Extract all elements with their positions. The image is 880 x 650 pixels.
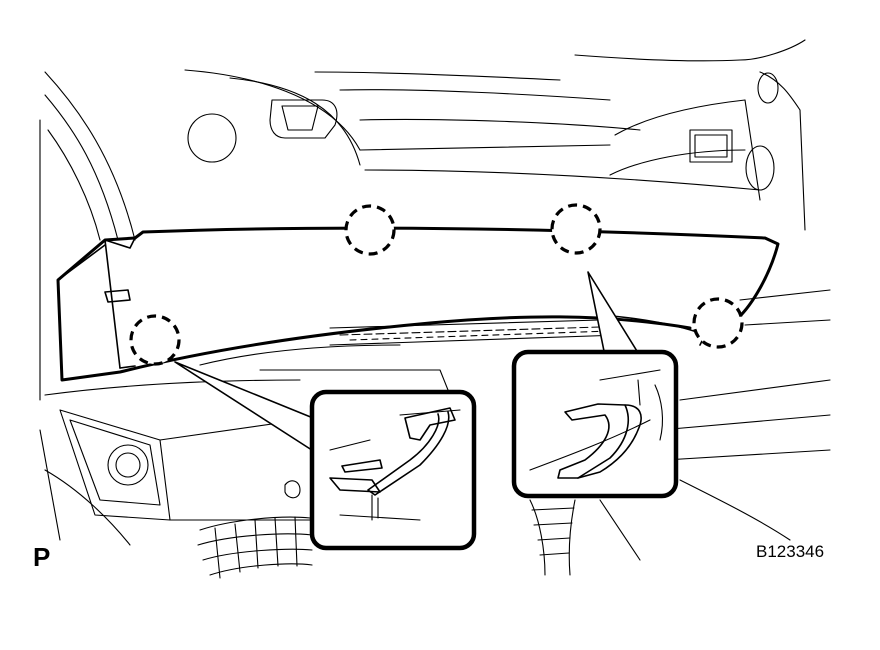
callout-leader-left xyxy=(174,361,319,455)
clip-marker-top-right xyxy=(550,203,602,255)
view-label: P xyxy=(33,542,51,572)
callout-left-clip-detail xyxy=(309,389,477,551)
clip-marker-left xyxy=(129,314,181,366)
background-interior-lines xyxy=(39,39,831,579)
figure-code: B123346 xyxy=(756,542,825,561)
callout-leader-right xyxy=(587,271,641,357)
clip-marker-right xyxy=(692,297,744,349)
callout-right-clip-detail xyxy=(511,349,679,499)
defroster-grille xyxy=(329,319,621,346)
clip-marker-top-left xyxy=(344,204,396,256)
clip-markers xyxy=(129,203,744,366)
